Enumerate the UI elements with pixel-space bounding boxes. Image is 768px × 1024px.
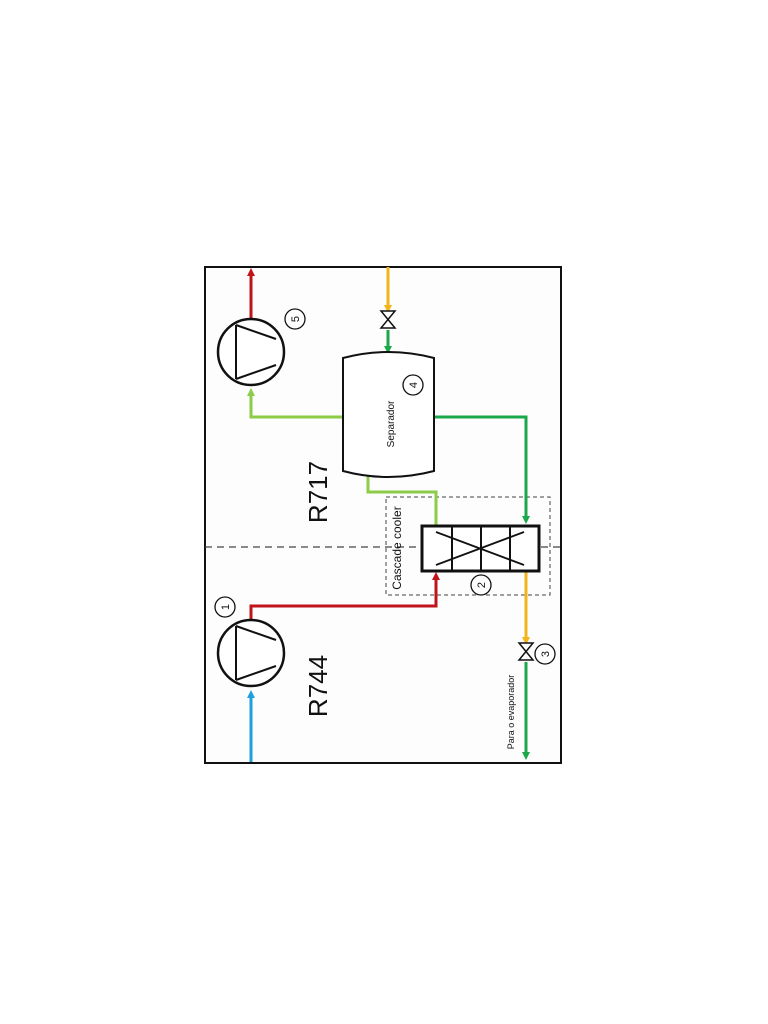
svg-text:1: 1 (220, 604, 232, 610)
separator-label: Separador (386, 400, 397, 447)
svg-text:4: 4 (408, 382, 420, 388)
expansion-valve-top (379, 310, 397, 329)
refrigerant-label-r744: R744 (303, 655, 333, 717)
refrigerant-label-r717: R717 (303, 461, 333, 523)
component-marker-1: 1 (214, 596, 236, 618)
component-marker-5: 5 (284, 308, 306, 330)
evaporator-label: Para o evaporador (506, 675, 516, 750)
separator-to-hx-line (434, 415, 530, 524)
cascade-cooler-label: Cascade cooler (390, 506, 404, 589)
compressor-5 (216, 317, 286, 387)
cascade-cooler-box (385, 496, 551, 596)
svg-text:5: 5 (290, 316, 302, 322)
suction-line-r717 (247, 388, 343, 419)
svg-text:2: 2 (476, 582, 488, 588)
component-marker-4: 4 (402, 374, 424, 396)
discharge-line-r744 (249, 572, 440, 621)
component-marker-2: 2 (470, 574, 492, 596)
component-marker-3: 3 (534, 643, 556, 665)
svg-text:3: 3 (540, 651, 552, 657)
expansion-valve-3 (517, 642, 535, 661)
compressor-1 (216, 618, 286, 688)
heat-exchanger-2 (420, 524, 541, 573)
